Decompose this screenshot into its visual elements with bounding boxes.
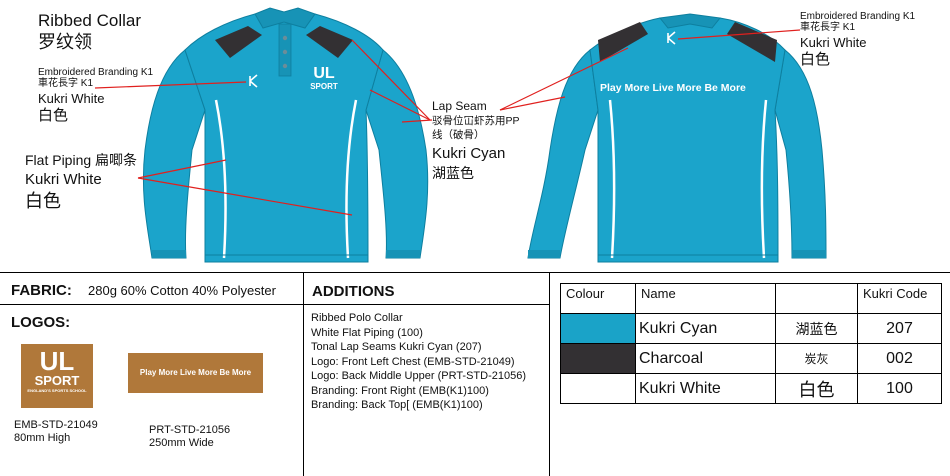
- colour-name-cn: 炭灰: [775, 343, 858, 374]
- k1-emblem-front: [249, 74, 258, 88]
- back-print-text: Play More Live More Be More: [600, 82, 746, 94]
- colour-code: 100: [857, 373, 942, 404]
- colour-swatch: [560, 313, 636, 344]
- fabric-value: 280g 60% Cotton 40% Polyester: [88, 283, 276, 298]
- colour-table: Colour Name Kukri Code Kukri Cyan 湖蓝色 20…: [560, 283, 942, 404]
- colour-swatch: [560, 373, 636, 404]
- logos-title: LOGOS:: [11, 314, 71, 331]
- table-header-row: Colour Name Kukri Code: [560, 283, 942, 314]
- lap-seam-label: Lap Seam 驳骨位冚虾苏用PP 线（破骨） Kukri Cyan 湖蓝色: [432, 99, 520, 181]
- list-item: Logo: Front Left Chest (EMB-STD-21049): [311, 355, 515, 368]
- divider: [549, 273, 550, 476]
- table-row: Kukri Cyan 湖蓝色 207: [560, 313, 942, 344]
- col-name-header: Name: [635, 283, 776, 314]
- logo-ul-sport-swatch: UL SPORT ENGLAND'S SPORTS SCHOOL: [21, 344, 93, 408]
- flat-piping-label: Flat Piping 扁唧条 Kukri White 白色: [25, 152, 138, 211]
- logo-2-code: PRT-STD-21056: [149, 424, 231, 436]
- fabric-label: FABRIC:: [11, 282, 72, 299]
- k1-emblem-back: [667, 31, 676, 45]
- logo-2-size: 250mm Wide: [149, 437, 214, 449]
- fabric-row: FABRIC: 280g 60% Cotton 40% Polyester: [0, 273, 304, 305]
- emb-branding-left-label: Embroidered Branding K1 車花長字 K1 Kukri Wh…: [38, 67, 154, 125]
- colour-code: 207: [857, 313, 942, 344]
- back-shirt-illustration: [527, 13, 827, 263]
- list-item: Branding: Back Top[ (EMB(K1)100): [311, 399, 483, 411]
- garment-drawing-area: UL SPORT Play More Live More Be More: [25, 7, 916, 263]
- divider: [303, 273, 304, 476]
- col-code-header: Kukri Code: [857, 283, 942, 314]
- list-item: Tonal Lap Seams Kukri Cyan (207): [311, 341, 482, 353]
- emb-branding-right-label: Embroidered Branding K1 車花長字 K1 Kukri Wh…: [800, 11, 916, 69]
- additions-title: ADDITIONS: [312, 283, 395, 300]
- list-item: Ribbed Polo Collar: [311, 312, 403, 324]
- colour-swatch: [560, 343, 636, 374]
- colour-name: Charcoal: [635, 343, 776, 374]
- colour-name-cn: 湖蓝色: [775, 313, 858, 344]
- ribbed-collar-label: Ribbed Collar 罗纹领: [38, 11, 141, 52]
- logo-1-code: EMB-STD-21049: [14, 419, 98, 431]
- additions-list: Ribbed Polo Collar White Flat Piping (10…: [311, 311, 526, 413]
- list-item: Logo: Back Middle Upper (PRT-STD-21056): [311, 370, 527, 382]
- colour-code: 002: [857, 343, 942, 374]
- col-colour-header: Colour: [560, 283, 636, 314]
- list-item: Branding: Front Right (EMB(K1)100): [311, 384, 489, 397]
- colour-name-cn: 白色: [775, 373, 858, 404]
- table-row: Charcoal 炭灰 002: [560, 343, 942, 374]
- table-row: Kukri White 白色 100: [560, 373, 942, 404]
- colour-name: Kukri White: [635, 373, 776, 404]
- front-chest-logo: UL SPORT: [310, 65, 338, 92]
- colour-name: Kukri Cyan: [635, 313, 776, 344]
- col-cn-header: [775, 283, 858, 314]
- list-item: White Flat Piping (100): [311, 326, 423, 339]
- additions-header: ADDITIONS: [304, 273, 549, 305]
- spec-area: FABRIC: 280g 60% Cotton 40% Polyester LO…: [0, 272, 950, 476]
- logo-play-more-swatch: Play More Live More Be More: [128, 353, 263, 393]
- logo-1-size: 80mm High: [14, 432, 71, 444]
